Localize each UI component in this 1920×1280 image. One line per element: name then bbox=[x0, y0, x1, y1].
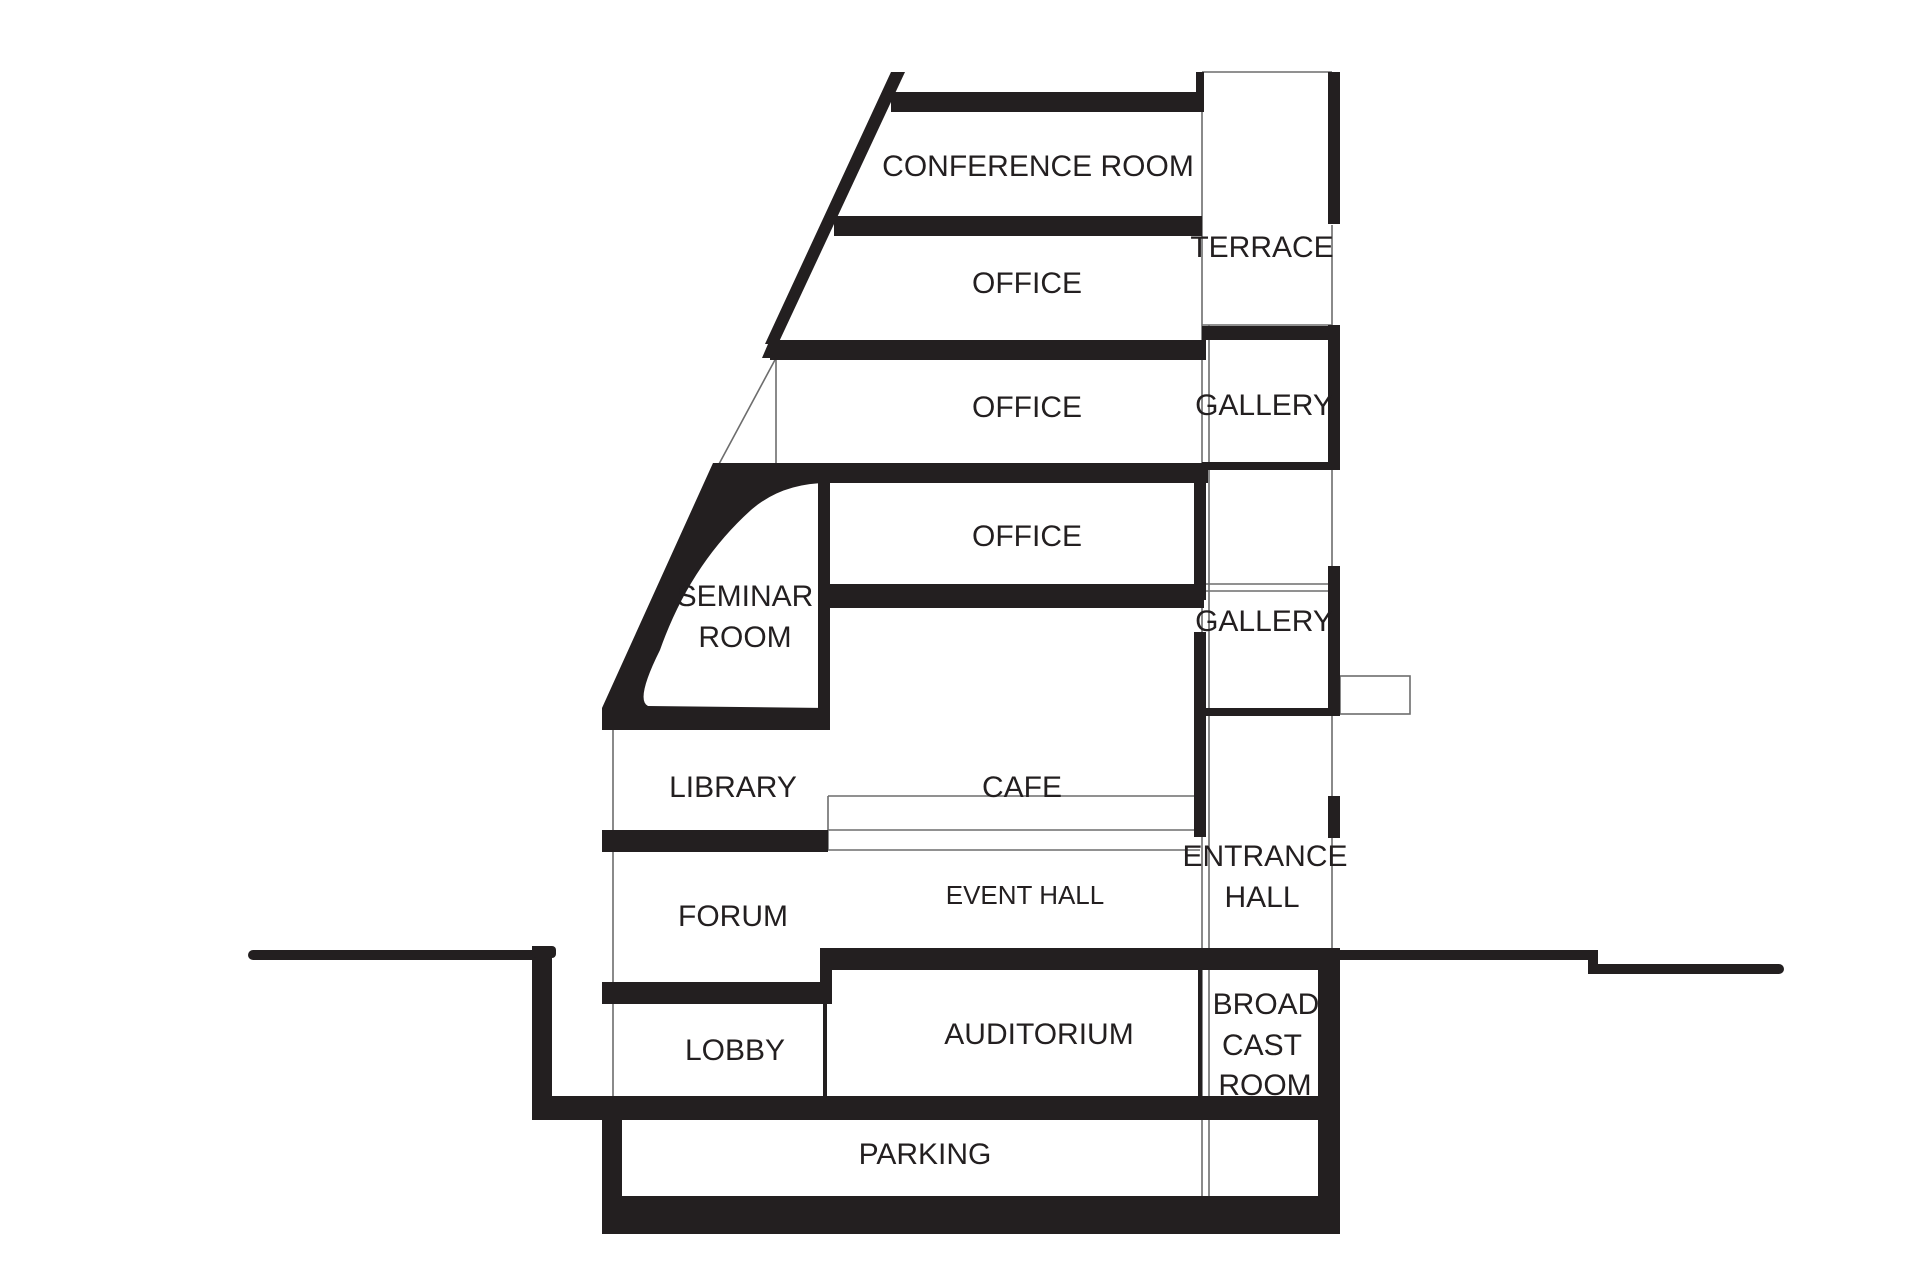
slab-office-low bbox=[828, 584, 1204, 608]
label-office-low: OFFICE bbox=[972, 520, 1082, 553]
label-broadcast-room-line1: BROAD bbox=[1213, 988, 1320, 1021]
roof-slab bbox=[891, 92, 1202, 112]
ground-line-right bbox=[1338, 950, 1592, 960]
label-entrance-hall-line2: HALL bbox=[1224, 881, 1299, 914]
label-lobby: LOBBY bbox=[685, 1034, 785, 1067]
label-broadcast-room-line2: CAST bbox=[1222, 1029, 1302, 1062]
structural-slabs-and-walls bbox=[248, 72, 1784, 1234]
ground-line-left bbox=[248, 950, 552, 960]
label-parking: PARKING bbox=[859, 1138, 992, 1171]
slab-library bbox=[602, 830, 828, 852]
label-entrance-hall-line1: ENTRANCE bbox=[1182, 840, 1347, 873]
slanted-facade-upper bbox=[765, 72, 905, 344]
slab-conference bbox=[834, 216, 1202, 236]
label-event-hall: EVENT HALL bbox=[946, 880, 1104, 910]
label-office-top: OFFICE bbox=[972, 267, 1082, 300]
room-labels: CONFERENCE ROOM OFFICE TERRACE OFFICE GA… bbox=[669, 150, 1347, 1171]
label-forum: FORUM bbox=[678, 900, 788, 933]
slab-forum bbox=[602, 982, 828, 1004]
label-auditorium: AUDITORIUM bbox=[944, 1018, 1133, 1051]
parking-floor bbox=[602, 1196, 1340, 1234]
seminar-room-shell bbox=[602, 463, 828, 730]
label-conference-room: CONFERENCE ROOM bbox=[882, 150, 1194, 183]
label-gallery-lower: GALLERY bbox=[1195, 605, 1333, 638]
label-library: LIBRARY bbox=[669, 771, 797, 804]
label-broadcast-room-line3: ROOM bbox=[1218, 1069, 1311, 1102]
label-seminar-room-line2: ROOM bbox=[698, 621, 791, 654]
label-terrace: TERRACE bbox=[1190, 231, 1333, 264]
label-gallery-upper: GALLERY bbox=[1195, 389, 1333, 422]
label-cafe: CAFE bbox=[982, 771, 1062, 804]
label-office-mid: OFFICE bbox=[972, 391, 1082, 424]
slab-office-mid bbox=[713, 463, 1208, 483]
slab-office-top bbox=[770, 340, 1206, 360]
slab-basement bbox=[532, 1096, 1322, 1120]
label-seminar-room-line1: SEMINAR bbox=[677, 580, 814, 613]
